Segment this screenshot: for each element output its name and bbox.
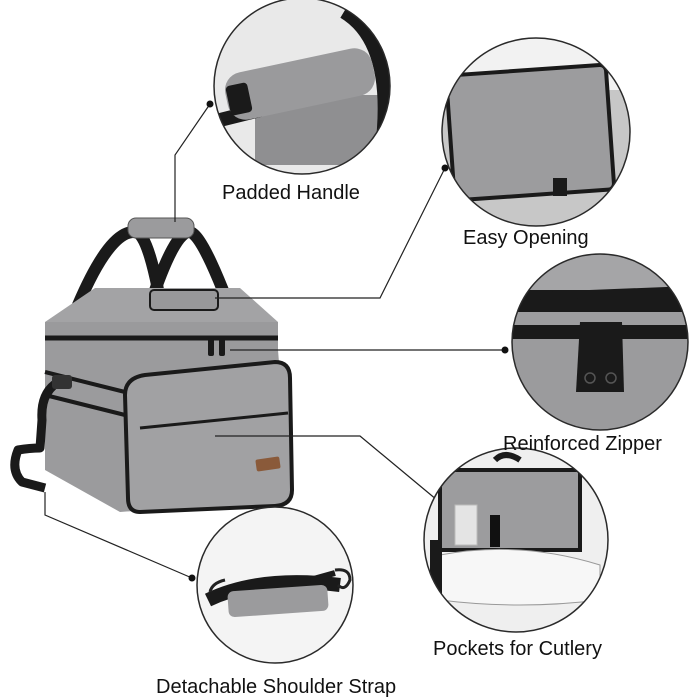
leader-line-opening: [215, 167, 446, 299]
detail-circle-reinforced-zipper: [511, 253, 689, 431]
leader-line-pockets: [215, 435, 438, 501]
bag-lid-pocket: [149, 289, 219, 311]
bag-shoulder-strap-clip: [10, 375, 65, 493]
zipper-pull-right: [598, 322, 624, 392]
label-detachable-shoulder-strap: Detachable Shoulder Strap: [156, 676, 397, 698]
bag-front-pocket: [122, 359, 295, 515]
leader-line-strap: [44, 492, 193, 579]
label-reinforced-zipper: Reinforced Zipper: [503, 433, 662, 455]
label-padded-handle: Padded Handle: [222, 182, 360, 204]
zipper-pull-left: [576, 322, 604, 392]
main-bag-image: [10, 217, 295, 515]
detail-circle-pockets-for-cutlery: [423, 447, 609, 633]
bag-handle-pad: [127, 217, 195, 239]
label-easy-opening: Easy Opening: [463, 227, 589, 249]
leader-line-handle: [174, 103, 211, 222]
label-pockets-for-cutlery: Pockets for Cutlery: [433, 638, 602, 660]
detail-circle-detachable-shoulder-strap: [196, 506, 354, 664]
brand-tag: [255, 456, 281, 472]
detail-circle-padded-handle: [213, 0, 391, 175]
detail-circle-easy-opening: [441, 37, 631, 227]
